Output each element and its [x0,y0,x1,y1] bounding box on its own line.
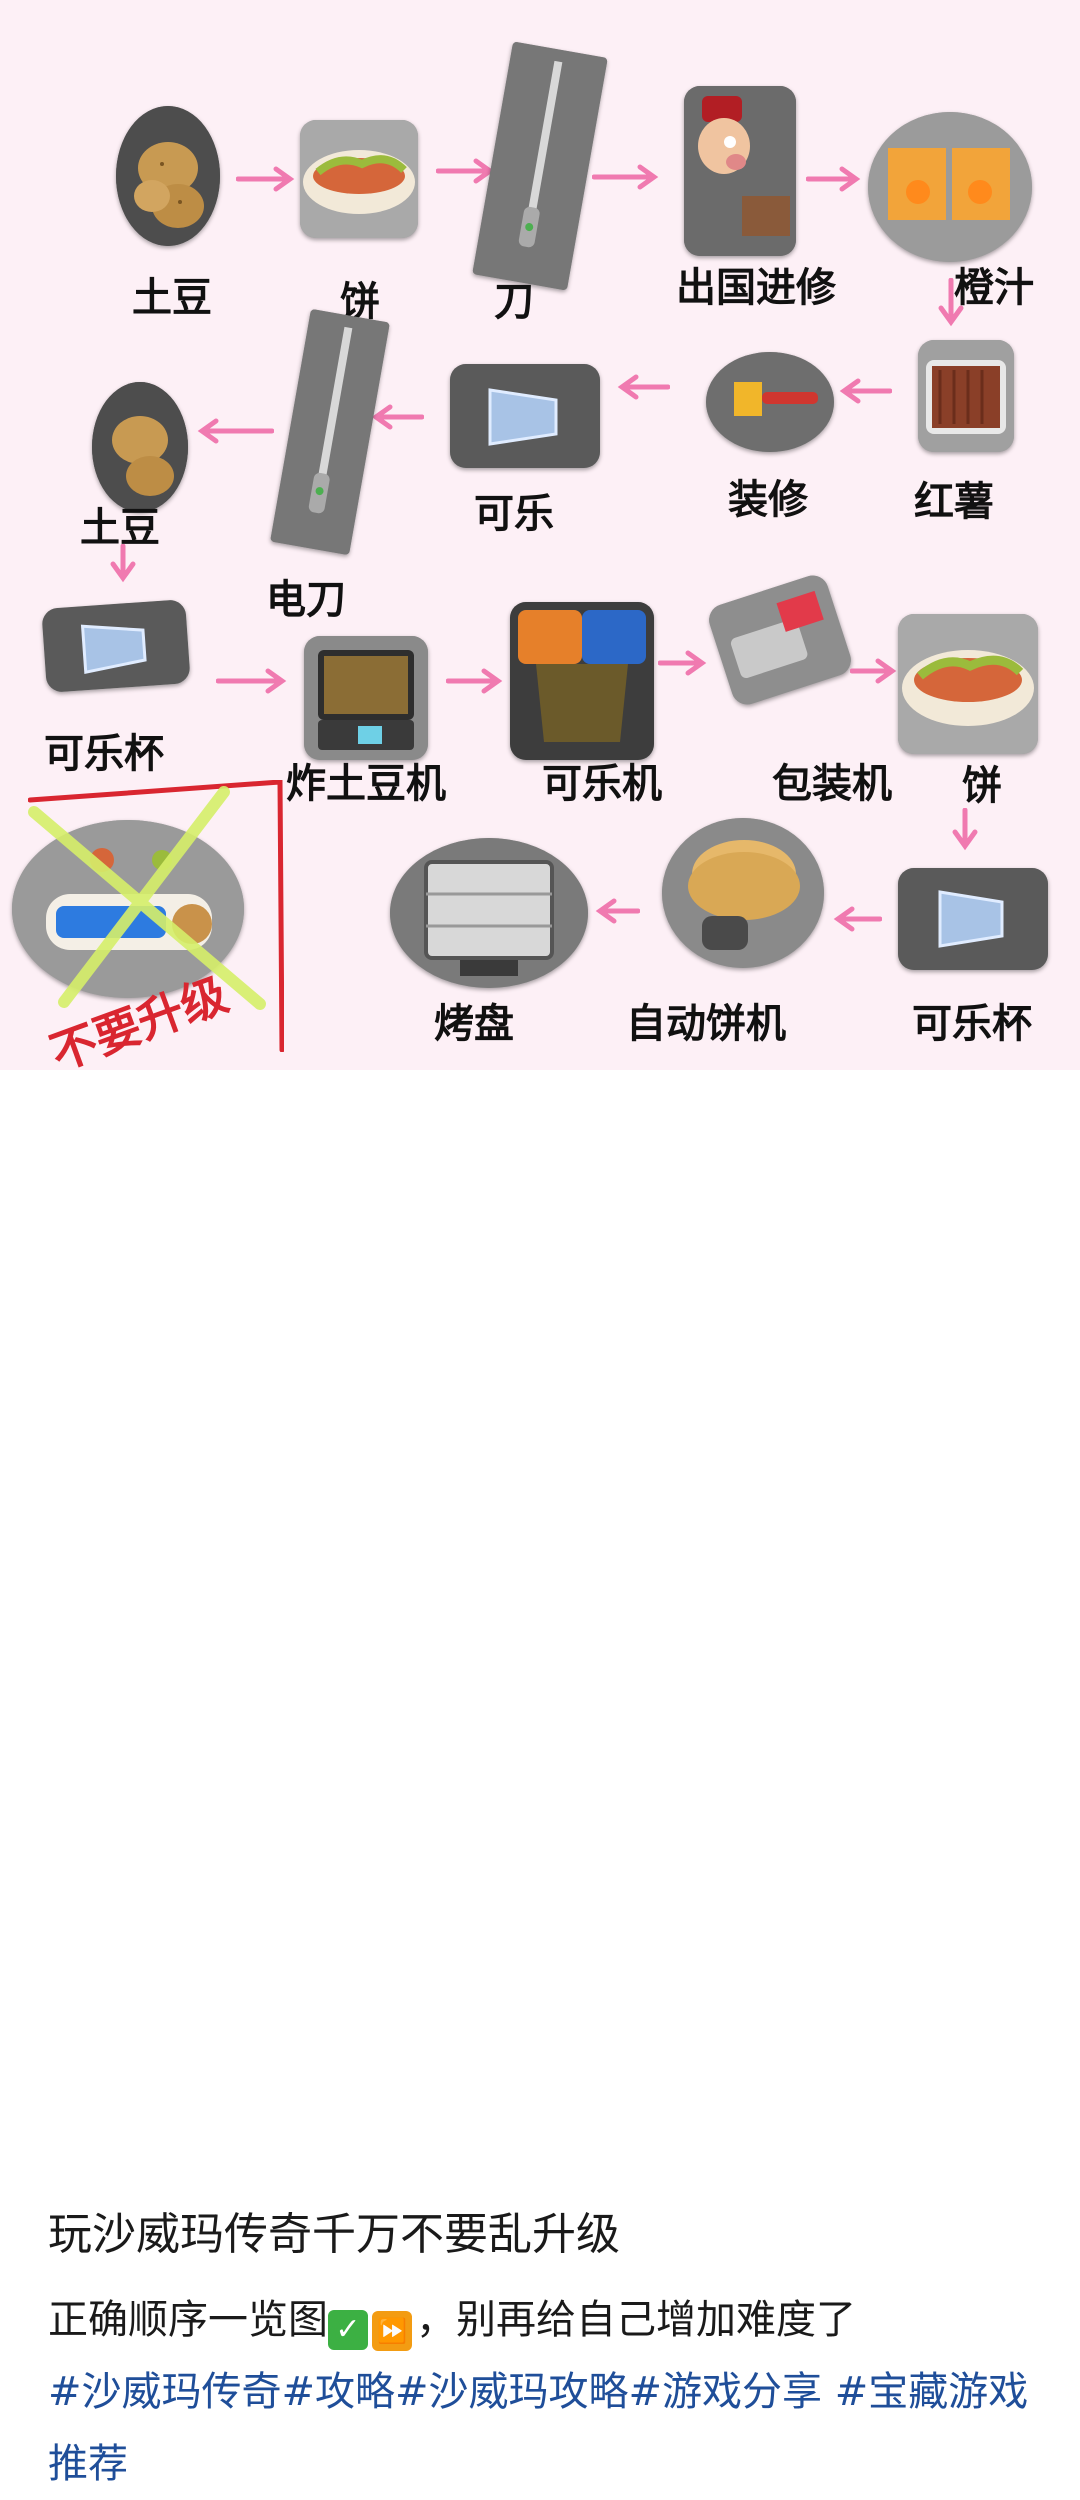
knife-picture [472,41,608,291]
paint-brush-picture [706,352,834,452]
hashtag-link[interactable]: #攻略 [281,2369,396,2415]
arrow-down-icon [110,544,136,583]
arrow-right-icon [216,668,287,694]
step-label: 可乐杯 [44,731,164,777]
cola-cup-picture [450,364,600,468]
step-label: 包装机 [772,761,892,807]
packaging-machine-picture [704,571,856,709]
post-body: 正确顺序一览图✓⏩，别再给自己增加难度了 #沙威玛传奇#攻略#沙威玛攻略#游戏分… [48,2284,1038,2500]
step-label: 红薯 [914,479,994,525]
flatbread-machine-picture [662,818,824,968]
step-label: 刀 [494,279,534,325]
sweet-potato-picture [918,340,1014,452]
arrow-left-icon [839,378,892,404]
arrow-left-icon [833,906,882,932]
electric-knife-picture [270,308,390,556]
post-caption: 玩沙威玛传奇千万不要乱升级 正确顺序一览图✓⏩，别再给自己增加难度了 #沙威玛传… [0,1070,1080,2487]
arrow-left-icon [617,374,670,400]
arrow-right-icon [446,668,503,694]
arrow-right-icon [850,658,897,684]
potato-picture [116,106,220,246]
hashtag-link[interactable]: #沙威玛攻略 [395,2369,629,2415]
hashtag-link[interactable]: #游戏分享 [628,2369,823,2415]
step-label: 饼 [962,763,1002,809]
wrap-picture [898,614,1038,754]
step-label: 可乐 [474,491,554,537]
orange-juice-picture [868,112,1032,262]
step-label: 土豆 [80,505,160,551]
step-label: 电刀 [266,577,346,623]
wrap-picture [300,120,418,238]
step-label: 炸土豆机 [286,761,446,807]
step-label: 橙汁 [954,265,1034,311]
arrow-down-icon [938,278,964,327]
arrow-left-icon [197,418,274,444]
upgrade-order-guide: 土豆 饼 刀 出国进修 橙汁 红薯 [0,0,1080,1070]
arrow-right-icon [658,650,707,676]
step-label: 装修 [728,477,808,523]
cola-cup-picture [898,868,1048,970]
step-label: 出国进修 [676,265,836,311]
step-label: 烤盘 [434,1001,514,1047]
arrow-left-icon [595,898,640,924]
arrow-down-icon [952,808,978,851]
hashtag-link[interactable]: #沙威玛传奇 [48,2369,282,2415]
cross-out-mark-icon [28,786,266,1010]
arrow-left-icon [371,404,424,430]
step-label: 土豆 [132,275,212,321]
chef-picture [684,86,796,256]
step-label: 可乐杯 [912,1001,1032,1047]
baking-tray-picture [390,838,588,988]
check-mark-emoji-icon: ✓ [328,2310,368,2350]
potato-picture [92,382,188,512]
arrow-right-icon [592,164,659,190]
post-text: 正确顺序一览图 [48,2297,328,2343]
step-label: 可乐机 [542,761,662,807]
fryer-picture [304,636,428,760]
arrow-right-icon [806,166,861,192]
cola-cup-picture [41,599,191,693]
step-label: 自动饼机 [626,1001,786,1047]
do-not-upgrade-box [28,780,284,1052]
arrow-right-icon [236,166,295,192]
fast-forward-emoji-icon: ⏩ [372,2311,412,2351]
cola-machine-picture [510,602,654,760]
post-title: 玩沙威玛传奇千万不要乱升级 [48,2209,620,2260]
post-text-after-emoji: ，别再给自己增加难度了 [416,2297,856,2343]
